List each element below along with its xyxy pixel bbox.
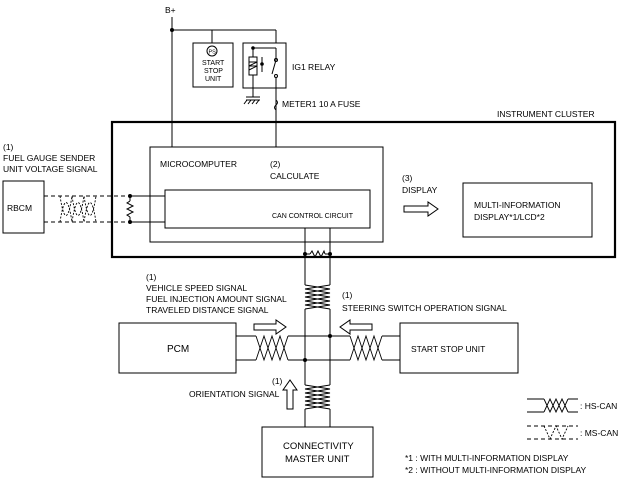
display-number: (3) (402, 173, 413, 183)
start-stop-unit-box (192, 42, 234, 88)
ground-hatch (243, 99, 248, 105)
junction-dot (170, 28, 174, 32)
orientation-signal-label: ORIENTATION SIGNAL (189, 389, 280, 399)
ms-can-terminator-resistor (125, 200, 135, 218)
legend-ms-can-label: : MS-CAN (580, 428, 618, 438)
pcm-signals-number: (1) (146, 272, 157, 282)
steering-signal-number: (1) (342, 290, 353, 300)
legend-ms-can-symbol (543, 424, 569, 441)
instrument-cluster-label: INSTRUMENT CLUSTER (497, 109, 595, 119)
instrument-cluster-box (110, 120, 617, 259)
calculate-label: CALCULATE (270, 171, 320, 181)
footnote-1: *1 : WITH MULTI-INFORMATION DISPLAY (405, 453, 569, 463)
orientation-signal-number: (1) (272, 376, 283, 386)
display-arrow (403, 201, 439, 217)
fuel-injection-signal-label: FUEL INJECTION AMOUNT SIGNAL (146, 294, 287, 304)
legend-hs-can-symbol (543, 397, 569, 414)
ps-label: PS (209, 50, 217, 56)
fuel-signal-line1: FUEL GAUGE SENDER (3, 153, 95, 163)
connectivity-line2: MASTER UNIT (285, 454, 350, 465)
legend-hs-can-strand (543, 397, 569, 414)
steering-signal-arrow (339, 319, 373, 335)
hs-can-twist-strand (304, 284, 331, 310)
junction-dot (328, 334, 332, 338)
rbcm-box (2, 180, 45, 234)
relay-switch-contact (271, 59, 277, 75)
steering-signal-label: STEERING SWITCH OPERATION SIGNAL (342, 303, 507, 313)
relay-contact-point (274, 58, 278, 62)
multi-information-display-box (462, 182, 593, 238)
hs-can-twist-pcm (255, 334, 289, 362)
ground-hatch (255, 99, 260, 105)
ground-hatch (247, 99, 252, 105)
connectivity-line1: CONNECTIVITY (283, 441, 354, 452)
pcm-signal-arrow (253, 319, 287, 335)
start-stop-box-line2: STOP (204, 68, 223, 75)
orientation-signal-arrow (282, 379, 298, 410)
hs-can-twist-lower (304, 384, 331, 410)
display-label: DISPLAY (402, 185, 438, 195)
connectivity-master-unit-box (261, 426, 374, 478)
cluster-terminator-resistor (309, 249, 326, 259)
pcm-box (118, 322, 237, 374)
bplus-label: B+ (165, 5, 176, 15)
vehicle-speed-signal-label: VEHICLE SPEED SIGNAL (146, 283, 247, 293)
ms-can-twist-strand (59, 202, 97, 223)
pcm-label: PCM (167, 344, 189, 355)
traveled-distance-signal-label: TRAVELED DISTANCE SIGNAL (146, 305, 269, 315)
junction-dot (303, 358, 307, 362)
mid-line2: DISPLAY*1/LCD*2 (474, 212, 545, 222)
hs-can-twist-start-stop (349, 334, 383, 362)
fuse-symbol (274, 99, 278, 111)
start-stop-box-line1: START (202, 60, 225, 67)
can-control-circuit-label: CAN CONTROL CIRCUIT (272, 213, 354, 220)
rbcm-label: RBCM (7, 203, 32, 213)
relay-coil-mark (248, 61, 258, 71)
hs-can-twist-strand (349, 334, 383, 362)
fuel-signal-number: (1) (3, 142, 14, 152)
can-control-circuit-box (164, 189, 371, 229)
start-stop-box-line3: UNIT (205, 76, 222, 83)
ms-can-twist (59, 195, 97, 216)
mid-line1: MULTI-INFORMATION (474, 200, 561, 210)
legend-hs-can-label: : HS-CAN (580, 401, 617, 411)
fuse-label: METER1 10 A FUSE (282, 99, 361, 109)
hs-can-twist-upper (304, 284, 331, 310)
hs-can-twist-strand (304, 384, 331, 410)
calculate-number: (2) (270, 159, 281, 169)
start-stop-unit-module-box (399, 322, 519, 374)
microcomputer-label: MICROCOMPUTER (160, 159, 237, 169)
ig1-relay-label: IG1 RELAY (292, 62, 336, 72)
footnote-2: *2 : WITHOUT MULTI-INFORMATION DISPLAY (405, 465, 587, 475)
ps-symbol (206, 45, 218, 57)
hs-can-twist-strand (255, 334, 289, 362)
fuel-signal-line2: UNIT VOLTAGE SIGNAL (3, 164, 98, 174)
ground-hatch (251, 99, 256, 105)
start-stop-unit-label: START STOP UNIT (411, 344, 485, 354)
